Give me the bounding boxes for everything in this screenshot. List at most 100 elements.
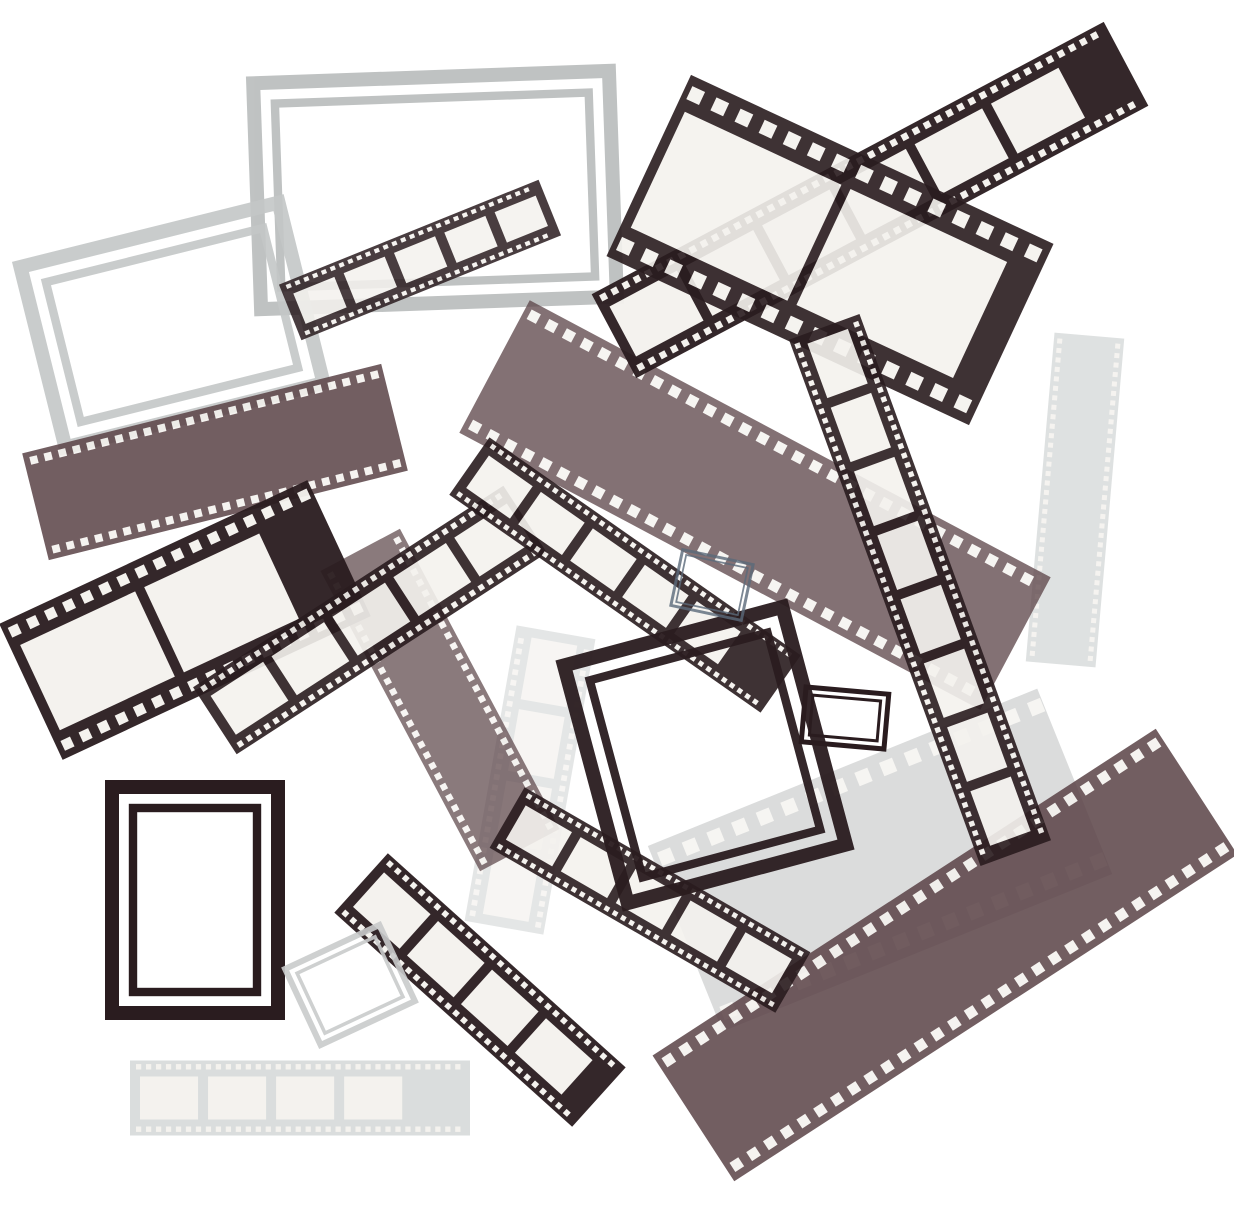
sprocket-hole	[1100, 504, 1107, 510]
sprocket-hole	[414, 624, 423, 632]
sprocket-hole	[825, 426, 833, 434]
sprocket-hole	[961, 801, 969, 809]
sprocket-hole	[975, 220, 995, 240]
sprocket-hole	[466, 673, 475, 683]
sprocket-hole	[327, 380, 337, 391]
sprocket-hole	[463, 496, 471, 504]
slide-frame-inner	[128, 803, 262, 997]
sprocket-hole	[866, 358, 874, 366]
slide-frame-border	[105, 780, 285, 1020]
sprocket-hole	[557, 795, 564, 803]
sprocket-hole	[982, 677, 990, 684]
light-strip-bottom	[130, 1060, 470, 1136]
sprocket-hole	[357, 923, 366, 932]
sprocket-hole	[595, 900, 603, 908]
sprocket-hole	[772, 935, 780, 943]
sprocket-hole	[263, 722, 272, 731]
film-frame	[393, 543, 472, 617]
sprocket-hole	[710, 97, 730, 117]
sprocket-hole	[1037, 565, 1043, 571]
sprocket-hole	[289, 705, 298, 714]
sprocket-hole	[930, 1026, 945, 1042]
sprocket-hole	[171, 419, 181, 430]
sprocket-hole	[1103, 475, 1109, 482]
sprocket-hole	[175, 1064, 182, 1070]
sprocket-hole	[1047, 950, 1063, 966]
film-frame	[144, 533, 299, 673]
sprocket-hole	[565, 567, 573, 575]
sprocket-hole	[445, 1064, 451, 1070]
film-frame	[271, 622, 350, 696]
sprocket-hole	[114, 711, 129, 726]
sprocket-hole	[812, 954, 827, 970]
sprocket-hole	[236, 739, 245, 748]
sprocket-hole	[685, 393, 700, 409]
sprocket-hole	[777, 645, 785, 653]
sprocket-hole	[1019, 571, 1035, 587]
sprocket-hole	[551, 1009, 560, 1018]
sprocket-hole	[517, 637, 525, 645]
sprocket-hole	[1041, 518, 1047, 524]
sprocket-hole	[433, 902, 442, 911]
sprocket-hole	[515, 1066, 524, 1075]
sprocket-hole	[375, 1064, 381, 1070]
sprocket-hole	[944, 754, 952, 762]
sprocket-hole	[185, 416, 195, 426]
sprocket-hole	[516, 768, 526, 778]
sprocket-hole	[959, 190, 969, 200]
sprocket-hole	[1113, 362, 1119, 368]
sprocket-hole	[175, 1126, 182, 1132]
sprocket-hole	[335, 1064, 341, 1070]
sprocket-hole	[1131, 896, 1146, 912]
sprocket-hole	[869, 548, 877, 556]
sprocket-hole	[702, 403, 718, 418]
brown-band-left	[22, 363, 408, 561]
film-frame	[293, 276, 347, 324]
sprocket-hole	[405, 1064, 411, 1070]
sprocket-hole	[533, 545, 541, 553]
sprocket-hole	[226, 666, 235, 675]
sprocket-hole	[938, 555, 946, 563]
sprocket-hole	[941, 564, 949, 572]
film-frame	[670, 900, 737, 962]
sprocket-hole	[900, 132, 910, 142]
sprocket-hole	[826, 468, 841, 484]
sprocket-hole	[873, 635, 888, 650]
sprocket-hole	[280, 631, 289, 640]
sprocket-hole	[1164, 874, 1180, 890]
sprocket-hole	[1056, 338, 1063, 344]
sprocket-hole	[845, 482, 853, 490]
sprocket-hole	[760, 304, 780, 324]
sprocket-hole	[374, 300, 382, 307]
sprocket-hole	[450, 600, 459, 609]
sprocket-hole	[355, 1126, 361, 1132]
sprocket-hole	[788, 945, 796, 952]
sprocket-hole	[461, 824, 471, 834]
sprocket-hole	[567, 498, 575, 506]
sprocket-hole	[1214, 842, 1230, 857]
sprocket-hole	[863, 349, 871, 356]
sprocket-hole	[879, 911, 894, 927]
sprocket-hole	[542, 879, 549, 887]
sprocket-hole	[487, 513, 495, 521]
sprocket-hole	[790, 449, 806, 465]
sprocket-hole	[298, 699, 307, 708]
film-frame	[630, 111, 842, 301]
sprocket-hole	[1063, 791, 1078, 807]
sprocket-hole	[726, 976, 734, 984]
sprocket-hole	[578, 891, 586, 898]
sprocket-hole	[405, 629, 414, 638]
sprocket-hole	[499, 1051, 508, 1060]
sprocket-hole	[911, 126, 921, 136]
sprocket-hole	[1056, 49, 1066, 59]
sprocket-hole	[668, 568, 676, 576]
sprocket-hole	[400, 236, 407, 243]
sprocket-hole	[425, 1064, 431, 1070]
film-frame	[332, 582, 411, 656]
sprocket-hole	[588, 583, 596, 591]
sprocket-hole	[396, 556, 405, 565]
sprocket-hole	[523, 1073, 532, 1082]
sprocket-hole	[619, 914, 627, 922]
sprocket-hole	[880, 1059, 895, 1075]
sprocket-hole	[325, 602, 333, 611]
